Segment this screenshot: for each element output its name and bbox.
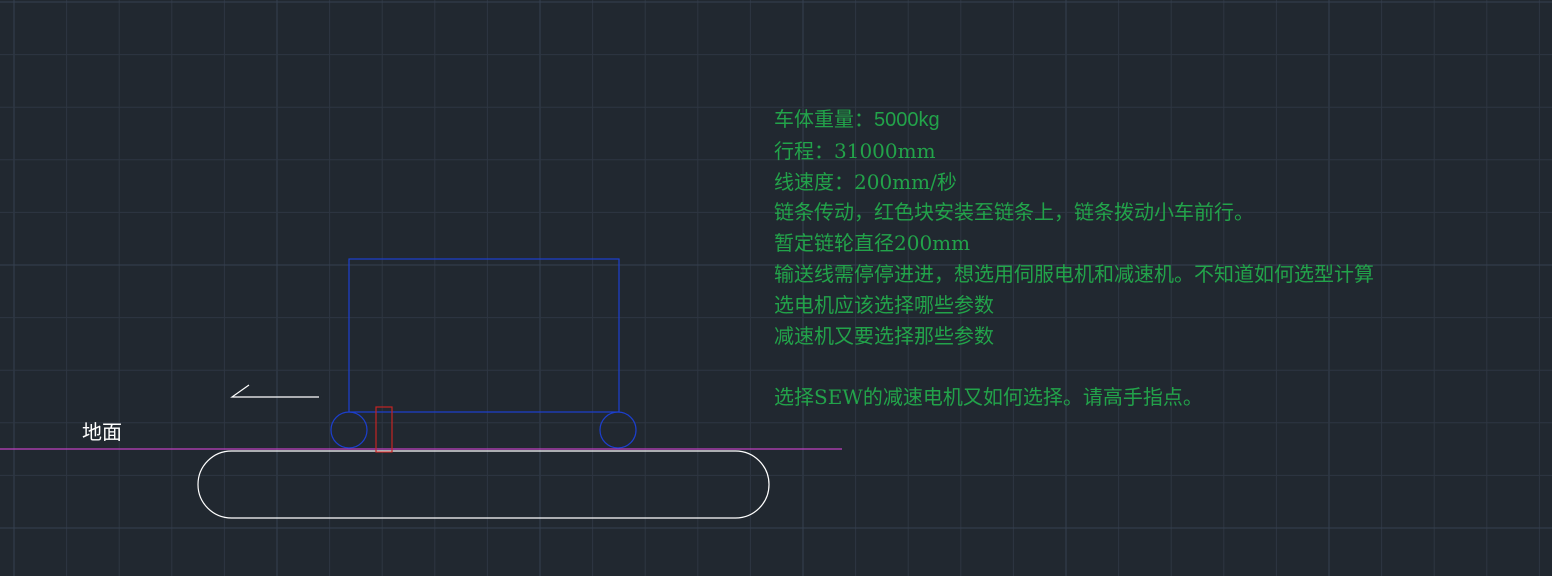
- note-line-blank: [774, 351, 1374, 382]
- note-line: 选择SEW的减速电机又如何选择。请高手指点。: [774, 385, 1203, 410]
- note-line: 车体重量：5000kg: [774, 109, 940, 131]
- notes-text-block[interactable]: 车体重量：5000kg 行程：31000mm 线速度：200mm/秒 链条传动，…: [774, 105, 1374, 413]
- cart-wheel-right[interactable]: [599, 411, 637, 449]
- note-line: 减速机又要选择那些参数: [774, 323, 994, 348]
- ground-label: 地面: [82, 420, 122, 444]
- note-line: 线速度：200mm/秒: [774, 169, 957, 194]
- note-line: 链条传动，红色块安装至链条上，链条拨动小车前行。: [774, 200, 1254, 225]
- conveyor-chain-loop[interactable]: [197, 450, 770, 519]
- note-line: 输送线需停停进进，想选用伺服电机和减速机。不知道如何选型计算: [774, 261, 1374, 286]
- note-line: 行程：31000mm: [774, 138, 936, 163]
- note-line: 选电机应该选择哪些参数: [774, 292, 994, 317]
- direction-arrow-icon[interactable]: [230, 384, 319, 398]
- cart-wheel-left[interactable]: [330, 411, 368, 449]
- cart-body[interactable]: [348, 258, 620, 413]
- note-line: 暂定链轮直径200mm: [774, 231, 971, 256]
- chain-pusher-block[interactable]: [375, 406, 393, 453]
